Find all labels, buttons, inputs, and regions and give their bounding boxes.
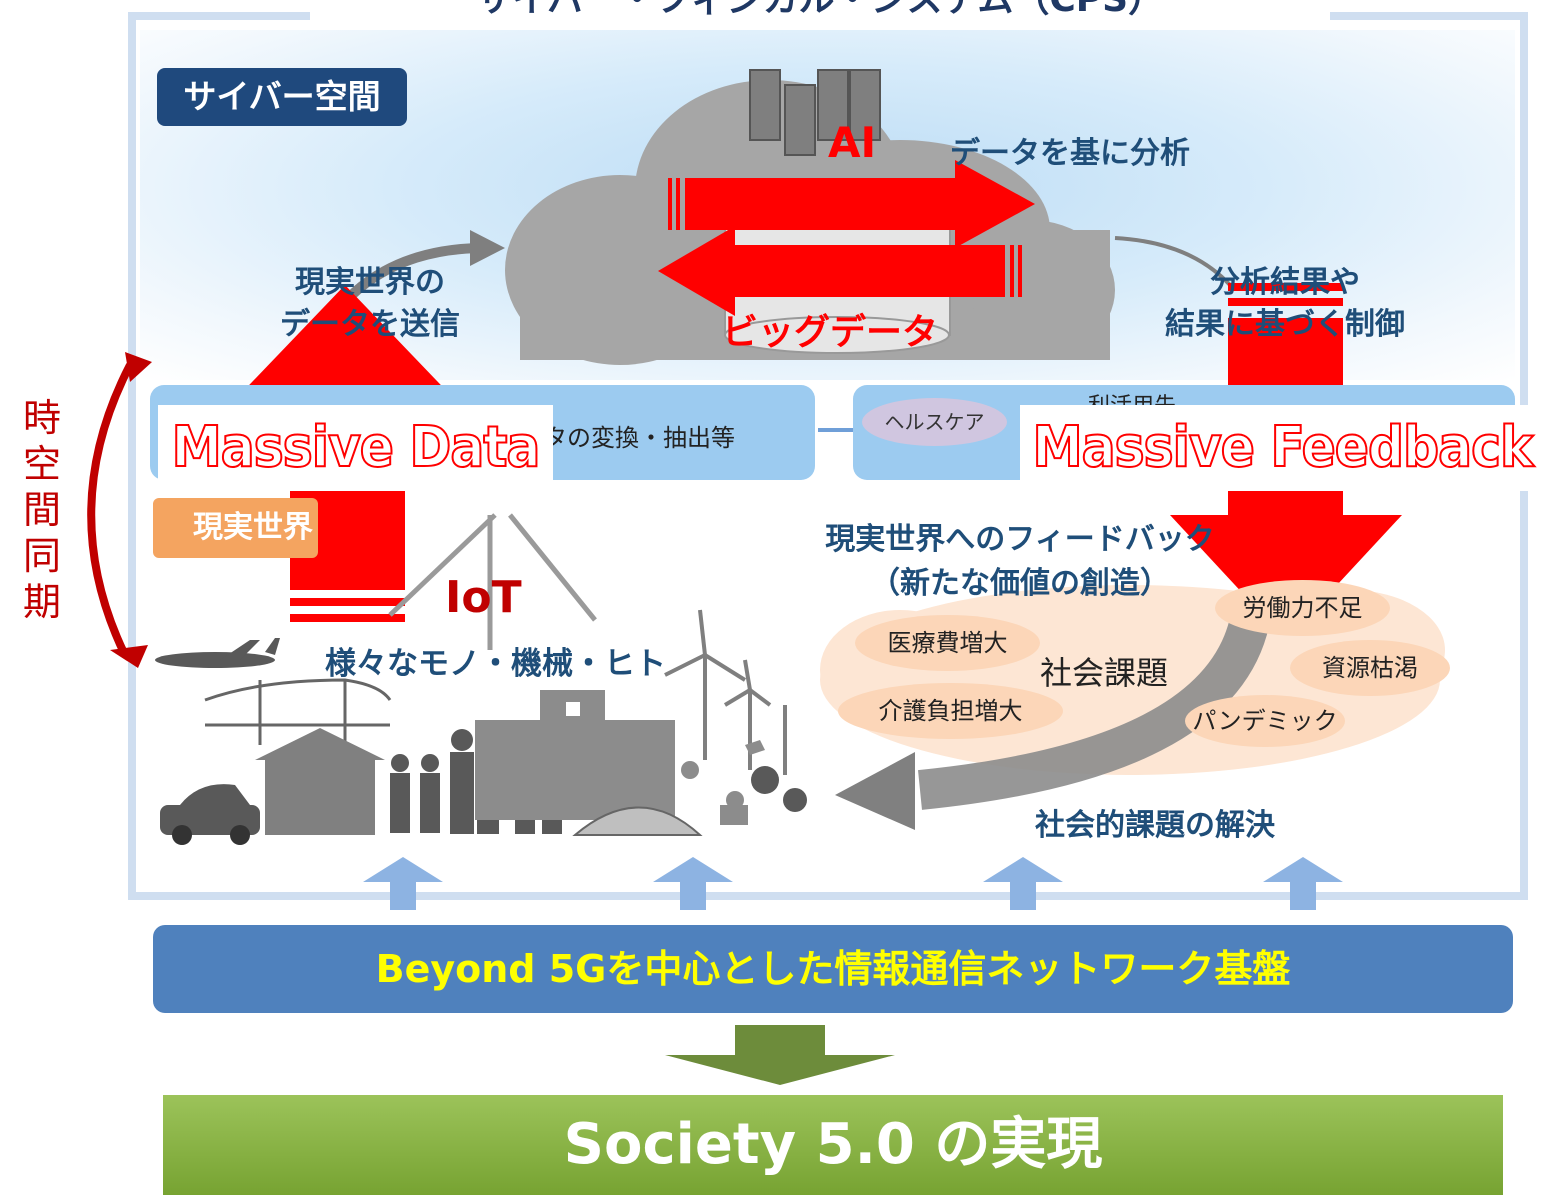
issue-pandemic: パンデミック xyxy=(1185,695,1345,747)
solution-label: 社会的課題の解決 xyxy=(1035,808,1275,843)
iot-label: IoT xyxy=(445,572,522,623)
sync-char: 間 xyxy=(22,488,61,532)
control-arrow xyxy=(1114,236,1232,287)
server-icon xyxy=(749,69,881,156)
send-data-line2: データを送信 xyxy=(280,307,460,342)
network-banner: Beyond 5Gを中心とした情報通信ネットワーク基盤 xyxy=(153,925,1513,1013)
airplane-icon xyxy=(155,638,280,668)
red-left-arrow xyxy=(658,226,1022,316)
society-down-arrow xyxy=(665,1025,895,1085)
network-up-arrows xyxy=(363,857,1343,910)
wind-turbine-icon xyxy=(664,609,787,775)
send-data-arrowhead xyxy=(470,230,505,266)
gears-icon xyxy=(751,766,807,812)
massive-feedback-label: Massive Feedback xyxy=(1020,405,1545,491)
real-world-badge: 現実世界 xyxy=(153,498,318,558)
feedback-line2: （新たな価値の創造） xyxy=(870,566,1170,601)
ai-label: AI xyxy=(828,118,877,167)
send-data-label: 現実世界の データを送信 xyxy=(260,262,480,346)
send-data-line1: 現実世界の xyxy=(295,265,445,300)
sync-char: 同 xyxy=(22,534,61,578)
sync-label: 時空間同期 xyxy=(20,395,64,625)
issue-medical: 医療費増大 xyxy=(855,615,1040,671)
massive-data-label: Massive Data xyxy=(158,405,553,491)
solution-arrowhead xyxy=(835,752,915,830)
solution-arrow xyxy=(918,615,1270,810)
issue-resources: 資源枯渇 xyxy=(1290,640,1450,696)
feedback-line1: 現実世界へのフィードバック xyxy=(825,522,1215,557)
social-issues-label: 社会課題 xyxy=(1040,654,1169,692)
healthcare-tag: ヘルスケア xyxy=(862,398,1007,446)
sync-char: 空 xyxy=(22,442,61,486)
bigdata-label: ビッグデータ xyxy=(722,312,939,353)
greenhouse-icon xyxy=(572,806,703,836)
cyber-space-badge: サイバー空間 xyxy=(157,68,407,126)
result-line2: 結果に基づく制御 xyxy=(1165,307,1405,342)
bridge-icon xyxy=(204,678,392,745)
things-label: 様々なモノ・機械・ヒト xyxy=(325,646,666,682)
sync-arrow xyxy=(87,363,134,657)
sync-char: 時 xyxy=(22,396,61,440)
sync-arrowhead-bottom xyxy=(110,645,148,668)
society-banner: Society 5.0 の実現 xyxy=(163,1095,1503,1195)
red-right-arrow xyxy=(668,160,1035,248)
band-connector xyxy=(818,428,854,432)
feedback-label: 現実世界へのフィードバック （新たな価値の創造） xyxy=(805,518,1235,606)
page-title: サイバー・フィジカル・システム（CPS） xyxy=(310,0,1330,20)
result-label: 分析結果や 結果に基づく制御 xyxy=(1140,262,1430,346)
car-icon xyxy=(160,784,260,845)
sync-char: 期 xyxy=(22,580,61,624)
buildings-icon xyxy=(475,690,675,820)
issue-care: 介護負担増大 xyxy=(838,683,1063,739)
result-line1: 分析結果や xyxy=(1210,265,1360,300)
robot-arm-icon xyxy=(681,740,765,825)
analysis-label: データを基に分析 xyxy=(950,136,1190,171)
issue-labor: 労働力不足 xyxy=(1215,580,1390,636)
house-icon xyxy=(255,728,385,835)
iot-arrows xyxy=(388,513,597,650)
sync-arrowhead-top xyxy=(125,352,152,382)
